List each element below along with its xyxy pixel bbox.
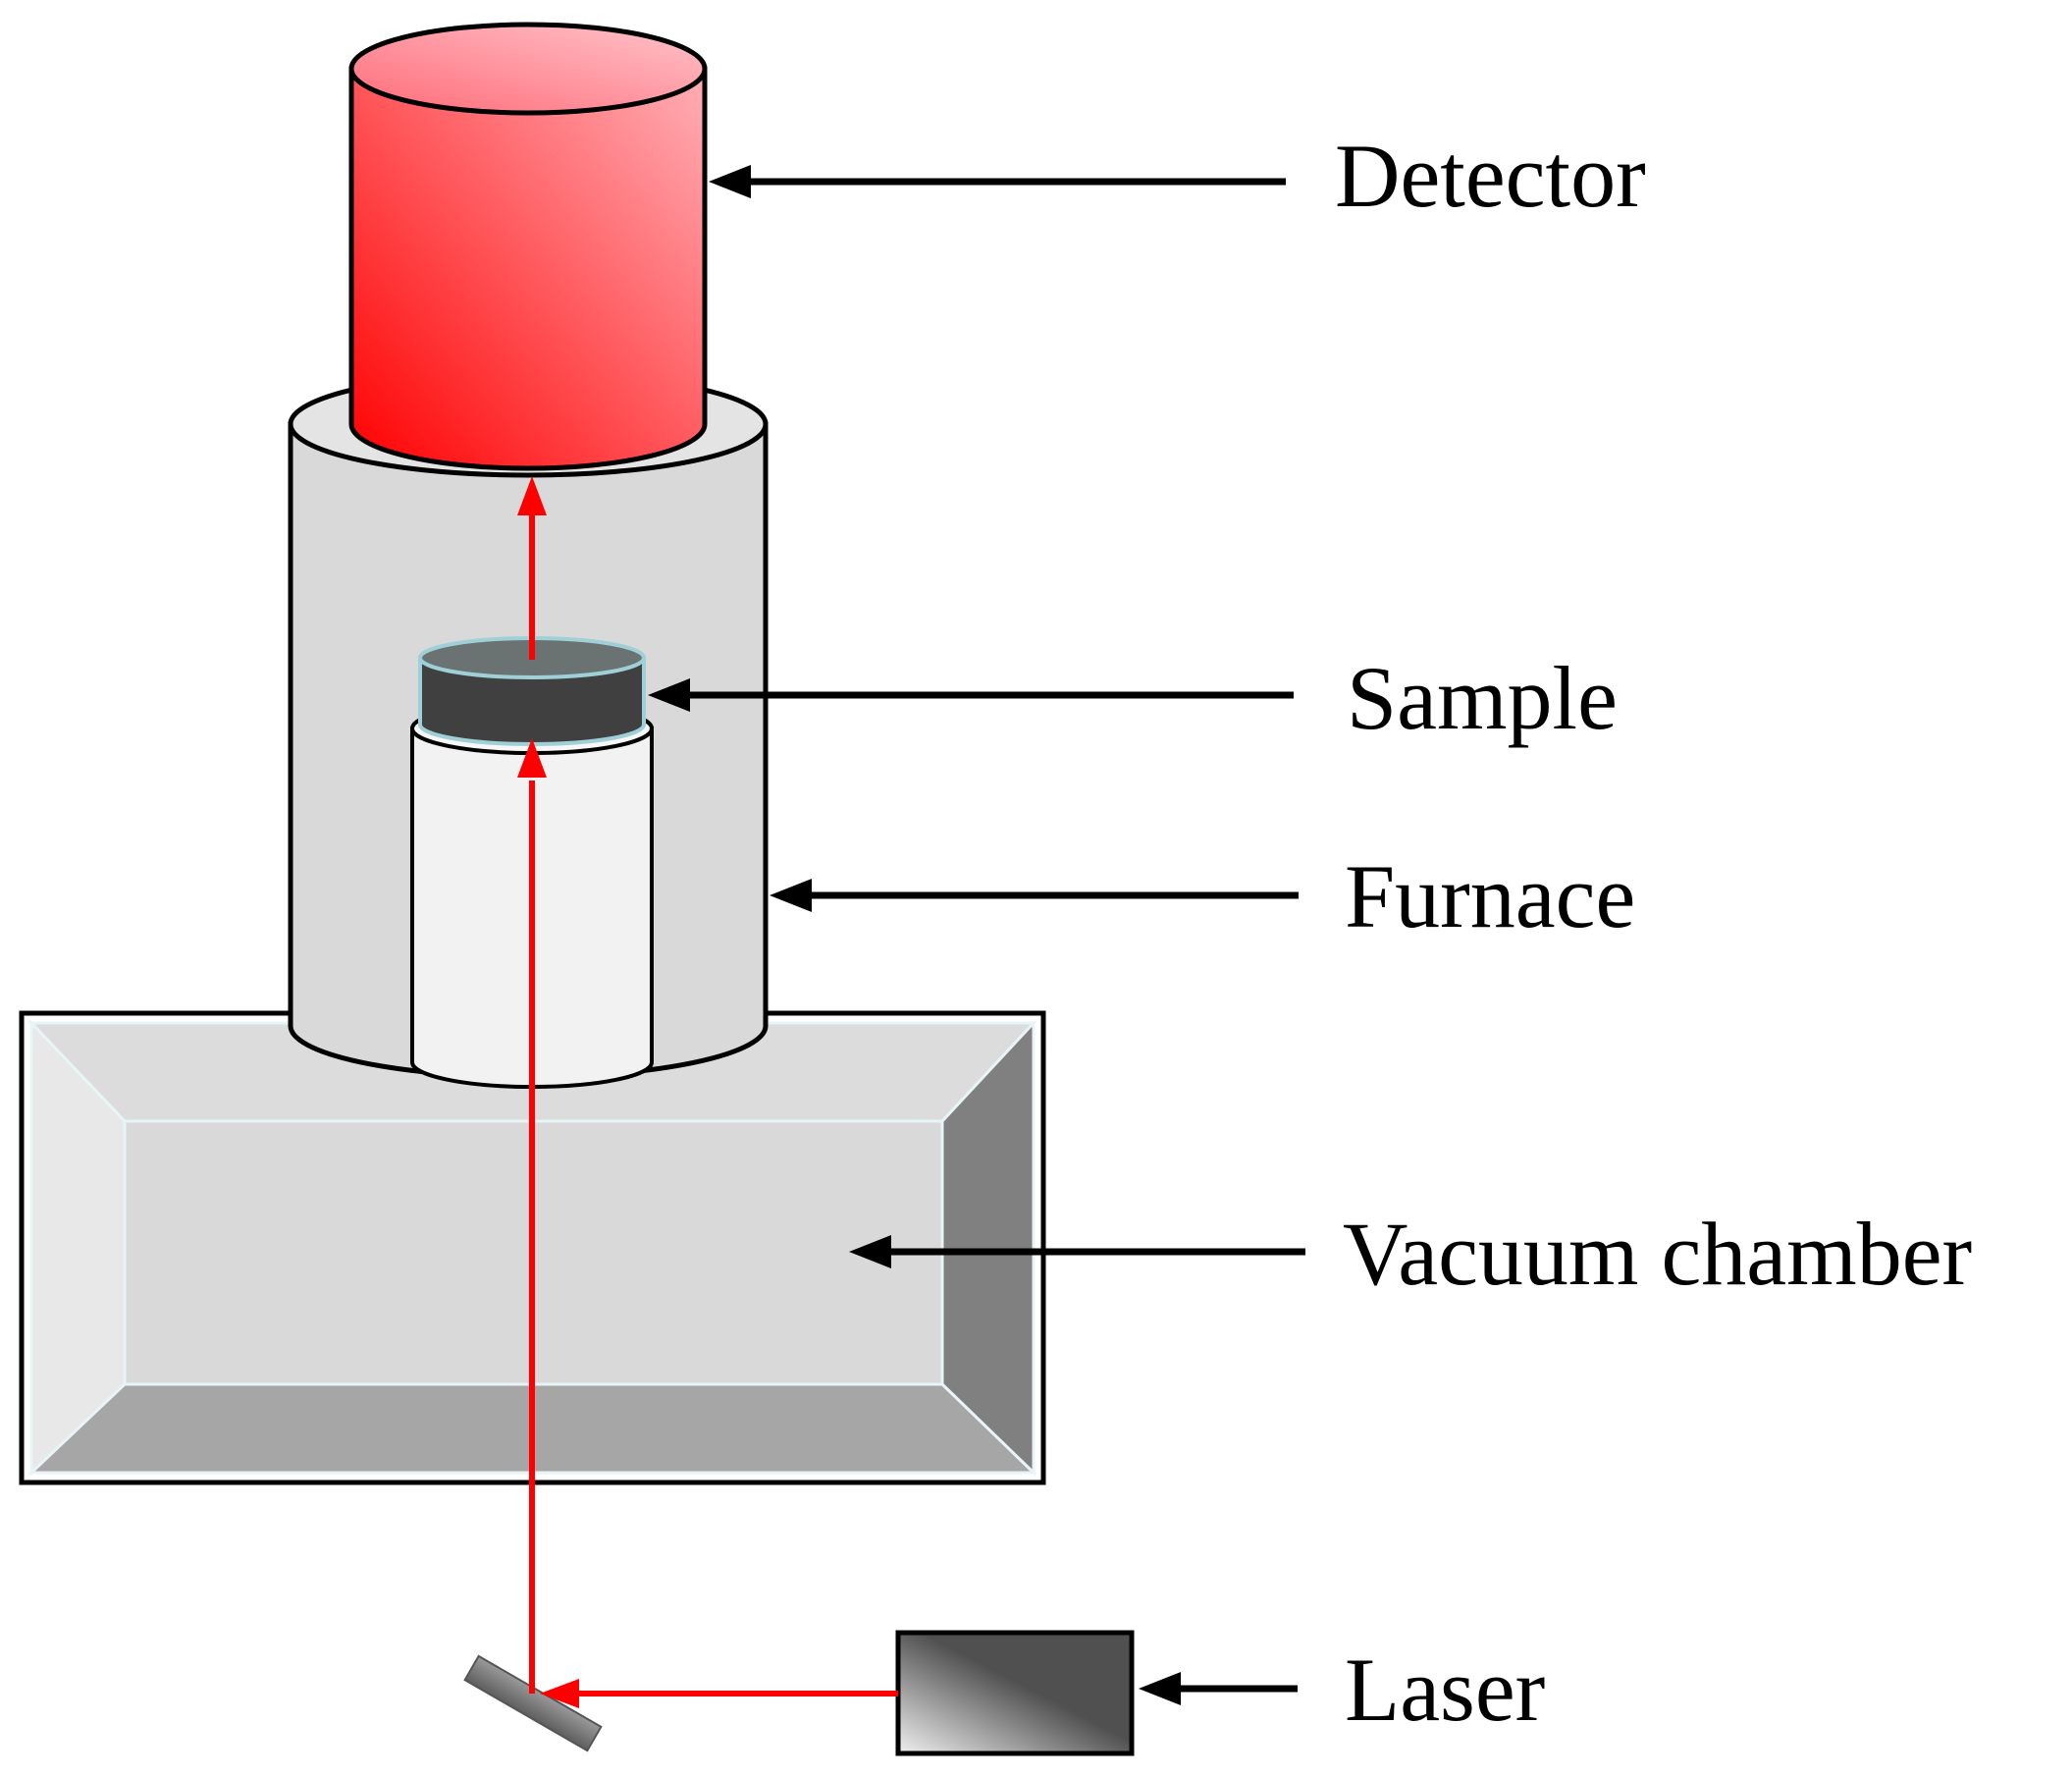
detector-label: Detector <box>1335 126 1646 226</box>
laser-source <box>895 1630 1135 1756</box>
vacuum-chamber-label: Vacuum chamber <box>1343 1204 1972 1304</box>
beam-arrowhead-up-detector <box>517 476 547 515</box>
sample-label: Sample <box>1347 648 1618 748</box>
beam-arrowhead-left <box>540 1679 579 1708</box>
sample-leader-arrowhead <box>648 678 690 712</box>
furnace-label: Furnace <box>1345 846 1635 946</box>
leader-arrows <box>648 165 1305 1705</box>
mirror <box>463 1654 603 1752</box>
detector-leader-arrowhead <box>709 165 751 198</box>
beam-arrowhead-up-sample <box>517 738 547 778</box>
vacuum-chamber-leader-arrowhead <box>849 1235 891 1268</box>
furnace-leader-arrowhead <box>770 879 812 912</box>
detector <box>348 22 708 471</box>
laser-beam <box>517 476 898 1708</box>
laser-label: Laser <box>1345 1640 1545 1740</box>
laser-leader-arrowhead <box>1139 1672 1181 1705</box>
detector-top <box>348 22 708 116</box>
